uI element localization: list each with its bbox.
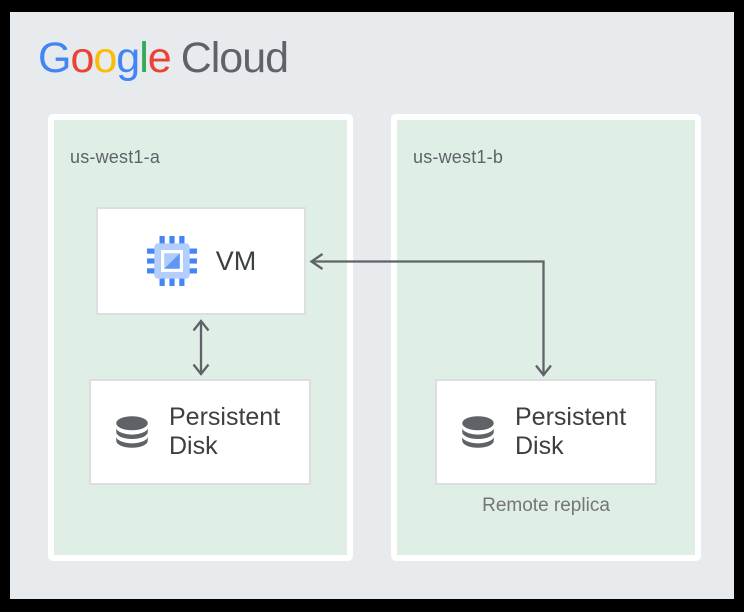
vm-node-label: VM bbox=[215, 245, 257, 276]
logo-letter: e bbox=[147, 34, 172, 82]
persistent-disk-a-label: Persistent Disk bbox=[169, 402, 281, 461]
logo-letter: o bbox=[70, 34, 94, 82]
logo-letter: G bbox=[38, 34, 71, 82]
logo-letter: g bbox=[116, 34, 140, 82]
vm-node: VM bbox=[96, 207, 306, 315]
zone-us-west1-a: us-west1-a bbox=[48, 114, 353, 561]
zone-us-west1-b: us-west1-b Persistent Disk Remote replic… bbox=[391, 114, 701, 561]
logo-letter: o bbox=[93, 34, 117, 82]
remote-replica-label: Remote replica bbox=[482, 495, 610, 516]
database-icon bbox=[116, 416, 148, 448]
logo-cloud-word: Cloud bbox=[180, 34, 289, 82]
logo-letter: l bbox=[139, 34, 149, 82]
zone-b-label: us-west1-b bbox=[413, 147, 504, 167]
compute-engine-chip-icon bbox=[146, 236, 197, 286]
persistent-disk-b-node: Persistent Disk bbox=[435, 379, 657, 485]
database-icon bbox=[462, 416, 494, 448]
zone-a-label: us-west1-a bbox=[70, 147, 161, 167]
persistent-disk-a-node: Persistent Disk bbox=[89, 379, 311, 485]
persistent-disk-b-label: Persistent Disk bbox=[515, 402, 627, 461]
